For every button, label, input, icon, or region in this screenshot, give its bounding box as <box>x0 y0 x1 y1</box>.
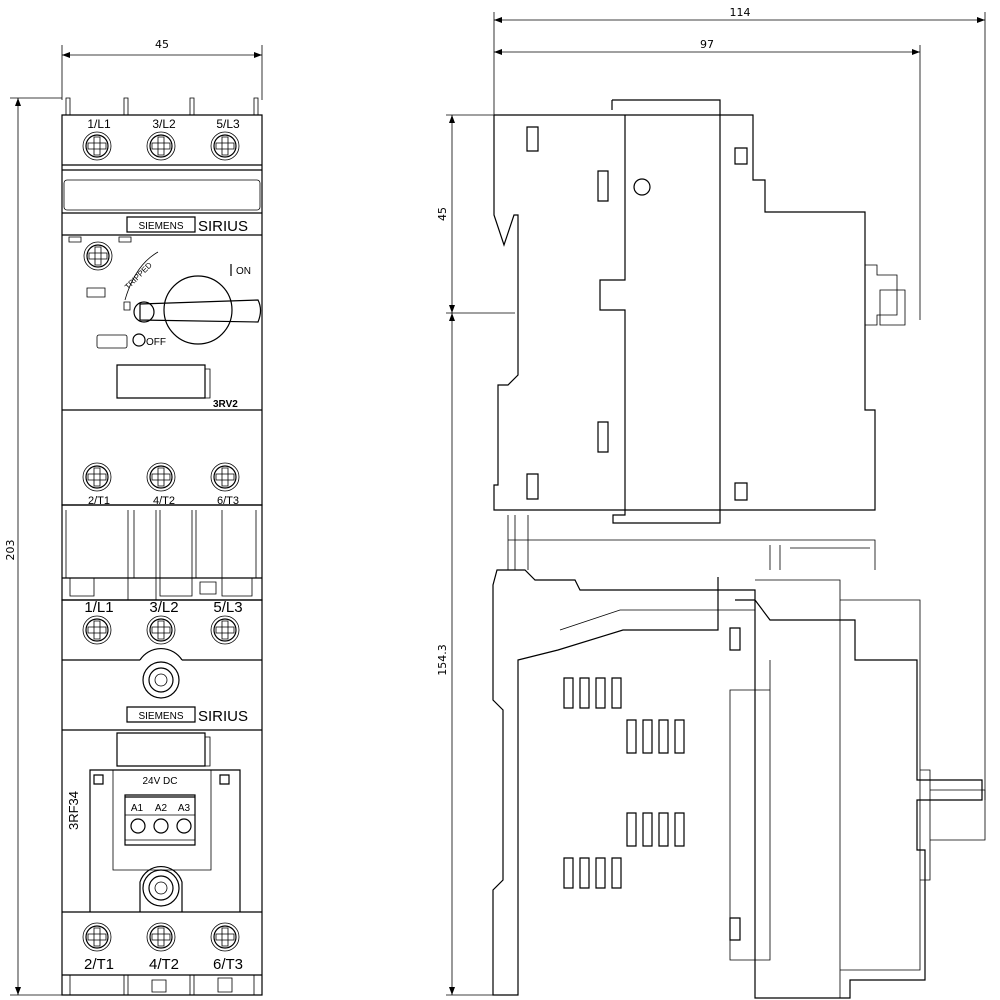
terminal-label: 5/L3 <box>216 117 240 131</box>
sirius-label: SIRIUS <box>198 218 248 235</box>
control-terminal-block <box>125 795 195 845</box>
sirius-label: SIRIUS <box>198 708 248 725</box>
terminal-screw-icon[interactable] <box>210 462 240 492</box>
control-terminal-label: A2 <box>155 803 168 814</box>
terminal-label: 4/T2 <box>149 956 179 973</box>
voltage-label: 24V DC <box>142 776 177 787</box>
mounting-screw-icon <box>143 870 179 906</box>
control-terminal-label: A3 <box>178 803 191 814</box>
terminal-label: 5/L3 <box>213 599 242 616</box>
front-width-dimension: 45 <box>62 38 262 100</box>
control-terminal-label: A1 <box>131 803 144 814</box>
siemens-logo <box>127 217 195 232</box>
terminal-screw-icon[interactable] <box>82 615 112 645</box>
front-height-dimension: 203 <box>4 98 62 995</box>
relay-input-terminals: 1/L1 3/L2 5/L3 <box>82 599 243 645</box>
terminal-screw-icon[interactable] <box>146 462 176 492</box>
dim-depth: 97 <box>700 38 714 51</box>
siemens-logo <box>127 707 195 722</box>
breaker-input-terminals: 1/L1 3/L2 5/L3 <box>82 117 240 161</box>
terminal-screw-icon[interactable] <box>210 615 240 645</box>
adjust-screw-icon[interactable] <box>83 241 113 271</box>
control-screw-icon[interactable] <box>177 819 191 833</box>
siemens-logo-text: SIEMENS <box>138 221 183 232</box>
circuit-breaker-front: 1/L1 3/L2 5/L3 SIEMENS SIRIUS TRIPPED ON… <box>62 98 262 507</box>
connector-module <box>62 505 262 600</box>
siemens-logo-text: SIEMENS <box>138 711 183 722</box>
terminal-label: 1/L1 <box>84 599 113 616</box>
side-view <box>493 100 985 998</box>
on-label: ON <box>236 266 251 277</box>
terminal-label: 6/T3 <box>217 495 239 507</box>
dim-upper-height: 45 <box>436 207 449 221</box>
terminal-screw-icon[interactable] <box>82 922 112 952</box>
mounting-screw-icon <box>143 662 179 698</box>
breaker-output-terminals: 2/T1 4/T2 6/T3 <box>82 462 240 507</box>
rotary-handle[interactable] <box>124 276 261 344</box>
tripped-label: TRIPPED <box>123 260 154 291</box>
control-screw-icon[interactable] <box>131 819 145 833</box>
dim-front-width: 45 <box>155 38 169 51</box>
side-height-dimensions: 45 154.3 <box>436 115 515 995</box>
dim-front-height: 203 <box>4 540 17 561</box>
terminal-label: 2/T1 <box>88 495 110 507</box>
solid-state-relay-front: 1/L1 3/L2 5/L3 SIEMENS SIRIUS 24V DC A1 … <box>62 599 262 995</box>
control-screw-icon[interactable] <box>154 819 168 833</box>
terminal-label: 4/T2 <box>153 495 175 507</box>
terminal-screw-icon[interactable] <box>146 922 176 952</box>
terminal-label: 1/L1 <box>87 117 111 131</box>
terminal-label: 3/L2 <box>152 117 176 131</box>
dim-total-depth: 114 <box>730 6 751 19</box>
terminal-screw-icon[interactable] <box>82 131 112 161</box>
terminal-screw-icon[interactable] <box>146 615 176 645</box>
breaker-model-label: 3RV2 <box>213 399 238 410</box>
terminal-label: 3/L2 <box>149 599 178 616</box>
terminal-screw-icon[interactable] <box>82 462 112 492</box>
terminal-label: 2/T1 <box>84 956 114 973</box>
terminal-label: 6/T3 <box>213 956 243 973</box>
terminal-screw-icon[interactable] <box>210 131 240 161</box>
terminal-screw-icon[interactable] <box>146 131 176 161</box>
off-label: OFF <box>146 337 166 348</box>
terminal-screw-icon[interactable] <box>210 922 240 952</box>
dim-lower-height: 154.3 <box>436 644 449 676</box>
relay-output-terminals: 2/T1 4/T2 6/T3 <box>82 922 243 973</box>
relay-model-label: 3RF34 <box>66 791 81 830</box>
side-depth-dimensions: 114 97 <box>494 6 985 800</box>
